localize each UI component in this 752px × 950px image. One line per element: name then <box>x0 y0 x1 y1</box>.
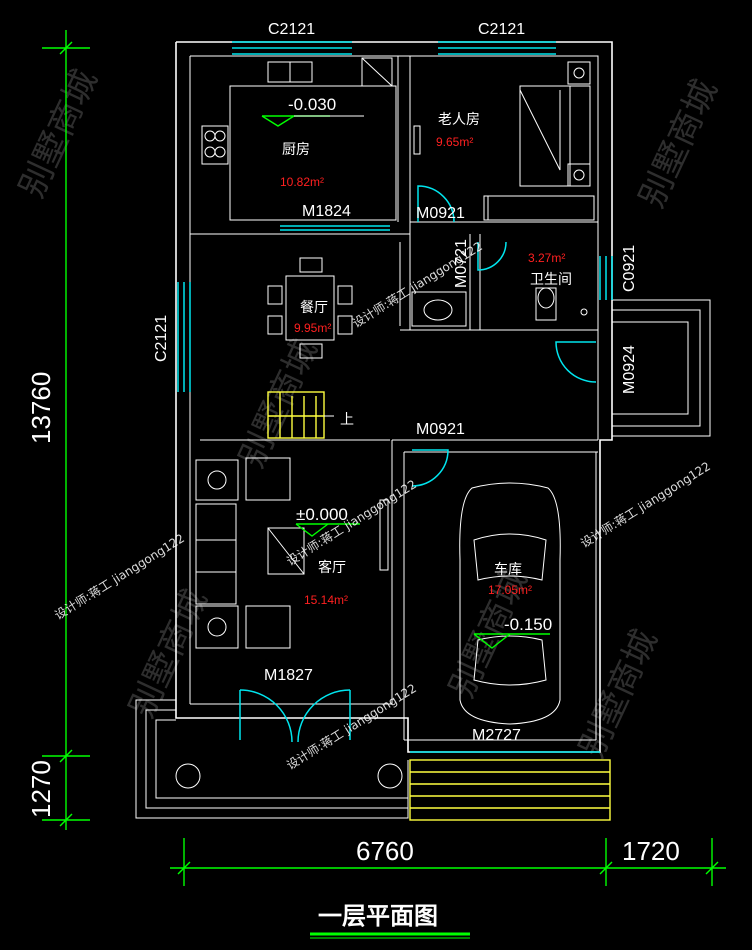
watermark-text: 设计师:蒋工 jianggong122 <box>284 681 419 772</box>
bed <box>413 61 595 221</box>
windows <box>177 41 613 753</box>
watermark-brand: 别墅商城 <box>632 74 726 214</box>
dimension-bottom-side: 1720 <box>622 836 680 866</box>
elevation-garage: -0.150 <box>504 615 552 634</box>
door-label-garage: M2727 <box>472 727 521 744</box>
dimension-left-porch: 1270 <box>26 760 56 818</box>
stair-up-label: 上 <box>340 412 354 428</box>
watermark-brand: 别墅商城 <box>232 334 326 474</box>
room-name-dining: 餐厅 <box>300 300 328 316</box>
porch-steps <box>175 759 611 821</box>
bathroom-fixtures <box>411 287 588 327</box>
room-name-elder-bedroom: 老人房 <box>438 112 480 128</box>
elevation-living: ±0.000 <box>296 505 348 524</box>
stair <box>200 391 390 441</box>
room-name-garage: 车库 <box>494 561 522 578</box>
dimension-lines <box>42 30 726 886</box>
window-label-left: C2121 <box>153 315 170 362</box>
living-furniture <box>195 457 389 649</box>
elevation-markers <box>261 115 550 649</box>
room-area-living: 15.14m² <box>304 593 348 607</box>
door-label-side: M0924 <box>621 345 638 394</box>
watermark-brand: 别墅商城 <box>572 624 666 764</box>
dining-set <box>267 257 353 359</box>
watermark-text: 设计师:蒋工 jianggong122 <box>578 459 713 550</box>
door-label-kitchen: M1824 <box>302 203 351 220</box>
room-area-dining: 9.95m² <box>294 321 331 335</box>
room-name-bathroom: 卫生间 <box>530 272 572 288</box>
dimension-left-total: 13760 <box>26 372 56 444</box>
door-label-garage-inner: M0921 <box>416 421 465 438</box>
elevation-kitchen: -0.030 <box>288 95 336 114</box>
doors <box>239 185 597 743</box>
door-label-bath: M0721 <box>453 239 470 288</box>
dimension-bottom-main: 6760 <box>356 836 414 866</box>
door-label-main: M1827 <box>264 667 313 684</box>
window-label-bath: C0921 <box>621 245 638 292</box>
car <box>459 482 561 725</box>
room-area-elder-bedroom: 9.65m² <box>436 135 473 149</box>
window-label-top-left: C2121 <box>268 21 315 38</box>
door-label-bedroom: M0921 <box>416 205 465 222</box>
drawing-title: 一层平面图 <box>318 902 438 930</box>
room-area-bathroom: 3.27m² <box>528 251 565 265</box>
room-area-garage: 17.05m² <box>488 583 532 597</box>
window-label-top-right: C2121 <box>478 21 525 38</box>
room-name-kitchen: 厨房 <box>282 142 310 158</box>
watermark-brand: 别墅商城 <box>12 64 106 204</box>
room-area-kitchen: 10.82m² <box>280 175 324 189</box>
kitchen-fixtures <box>201 57 397 221</box>
room-name-living: 客厅 <box>318 559 346 576</box>
